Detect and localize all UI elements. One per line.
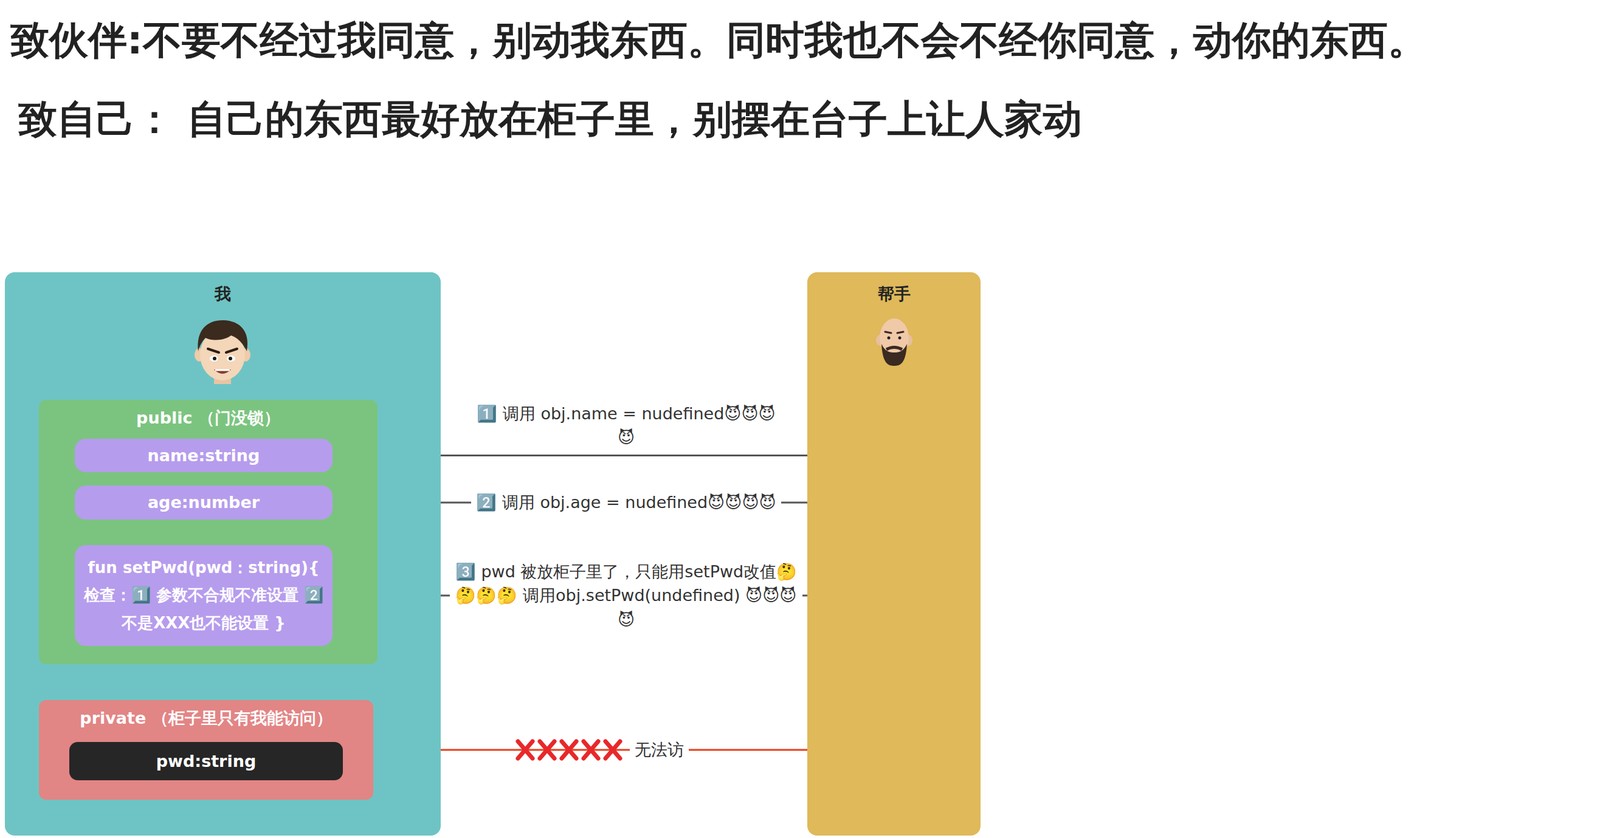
eye (898, 336, 902, 340)
blocked-crosses (517, 741, 621, 759)
eyebrow (885, 331, 892, 334)
face (879, 318, 909, 358)
eyebrow (897, 331, 904, 334)
face (200, 329, 245, 381)
pupil (212, 356, 217, 361)
owner-panel: 我 public （门没锁） name:string age:number fun se… (4, 272, 441, 836)
boy-face (194, 320, 251, 385)
cross-mark (539, 741, 555, 759)
mouth (213, 369, 232, 374)
edge-label: 1️⃣ 调用 obj.name = nudefined😈😈😈😈 (468, 400, 785, 451)
group-heading: private （柜子里只有我能访问） (46, 707, 366, 729)
edge-label: 无法访 (629, 736, 689, 763)
field-box: pwd:string (69, 742, 343, 781)
eye (887, 336, 891, 340)
box-text: age:number (147, 491, 260, 514)
hair (198, 320, 249, 352)
teeth (215, 369, 230, 372)
group-heading: 帮手 (814, 283, 974, 305)
note-text: 致自己： 自己的东西最好放在柜子里，别摆在台子上让人家动 (18, 96, 1083, 143)
field-box: name:string (74, 438, 333, 473)
box-text: pwd:string (156, 750, 257, 773)
cross-mark (605, 741, 621, 759)
box-text: fun setPwd(pwd：string){ 检查：1️⃣ 参数不合规不准设置… (83, 554, 325, 638)
cross-mark (561, 741, 577, 759)
field-box: age:number (74, 485, 333, 520)
beard (881, 344, 907, 366)
box-text: name:string (147, 444, 261, 467)
neck (213, 370, 232, 385)
public-group: public （门没锁） name:string age:number fun set… (38, 400, 378, 665)
eyebrow (207, 348, 219, 353)
pupil (228, 356, 233, 361)
group-heading: public （门没锁） (46, 407, 371, 429)
eyebrow (226, 348, 238, 353)
ear (875, 334, 884, 346)
cross-mark (583, 741, 599, 759)
cross-mark (517, 741, 533, 759)
group-heading: 我 (12, 283, 434, 305)
title: 致伙伴:不要不经过我同意，别动我东西。同时我也不会不经你同意，动你的东西。 (10, 17, 1427, 64)
helper-panel: 帮手 (807, 272, 981, 836)
helper-face (875, 318, 913, 366)
mustache (886, 347, 903, 351)
ear (240, 348, 251, 362)
eye (226, 355, 236, 362)
eye (209, 355, 219, 362)
edge-label: 3️⃣ pwd 被放柜子里了，只能用setPwd改值🤔🤔🤔🤔 调用obj.set… (449, 558, 803, 633)
ear (905, 334, 913, 346)
ear (194, 348, 205, 362)
private-group: private （柜子里只有我能访问） pwd:string (38, 700, 374, 800)
method-box: fun setPwd(pwd：string){ 检查：1️⃣ 参数不合规不准设置… (74, 545, 333, 647)
edge-label: 2️⃣ 调用 obj.age = nudefined😈😈😈😈 (471, 489, 781, 516)
